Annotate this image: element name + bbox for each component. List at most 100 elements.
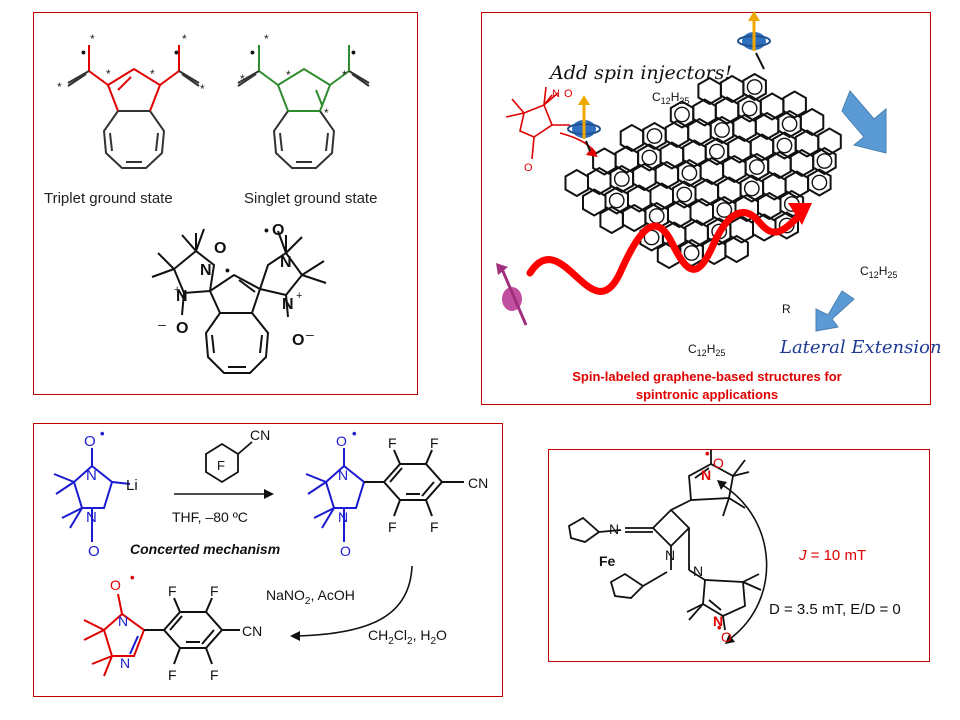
product-labels: O • N N O F F F F CN xyxy=(336,426,488,559)
reagent-f-label: F xyxy=(217,458,225,473)
svg-text:N: N xyxy=(86,467,97,484)
diazetidine-biradical-structure xyxy=(568,450,762,631)
svg-text:O: O xyxy=(292,332,304,349)
svg-text:O: O xyxy=(110,577,121,593)
svg-text:N: N xyxy=(552,88,560,100)
graphene-hexagon xyxy=(709,115,735,145)
extension-arrow-upper xyxy=(841,90,887,154)
svg-text:O: O xyxy=(84,433,96,450)
svg-text:*: * xyxy=(90,32,95,46)
svg-text:C12H25: C12H25 xyxy=(688,342,725,358)
graphene-panel: N O O Add spin injectors! C12H25 C12H25 … xyxy=(481,11,942,405)
svg-text:•: • xyxy=(100,426,105,441)
synthesis-scheme-panel: O • N N O Li F CN THF, –80 ºC Concerted … xyxy=(33,423,503,697)
graphene-hexagon xyxy=(604,186,629,215)
graphene-hexagon xyxy=(739,174,765,203)
svg-text:O: O xyxy=(564,88,573,100)
graphene-hexagon xyxy=(737,94,762,123)
graphene-hexagon xyxy=(582,188,607,217)
svg-text:•: • xyxy=(264,222,269,238)
graphene-diagram-svg: N O O Add spin injectors! C12H25 C12H25 … xyxy=(496,11,942,402)
svg-text:C12H25: C12H25 xyxy=(652,90,689,106)
aromatic-circle xyxy=(608,192,625,209)
graphene-hexagon xyxy=(669,100,695,129)
svg-text:*: * xyxy=(342,68,347,82)
graphene-hexagon xyxy=(757,191,782,221)
aromatic-circle xyxy=(674,106,690,123)
graphene-hexagon xyxy=(732,113,757,143)
graphene-hexagon xyxy=(694,178,720,207)
graphene-hexagon xyxy=(789,148,815,178)
graphene-hexagon xyxy=(609,164,635,194)
graphene-hexagon xyxy=(794,129,820,158)
svg-text:*: * xyxy=(150,67,155,81)
svg-text:F: F xyxy=(430,519,439,535)
svg-text:O: O xyxy=(272,222,284,239)
aromatic-circle xyxy=(781,116,798,132)
svg-text:O: O xyxy=(713,455,724,471)
graphene-hexagon xyxy=(697,76,722,106)
svg-text:F: F xyxy=(388,519,397,535)
triplet-label: Triplet ground state xyxy=(44,190,173,207)
graphene-hexagon xyxy=(684,219,709,248)
graphene-hexagon xyxy=(654,160,680,190)
graphene-hexagon xyxy=(717,176,742,205)
svg-text:*: * xyxy=(200,82,205,96)
svg-text:CN: CN xyxy=(242,623,262,639)
svg-text:F: F xyxy=(168,583,177,599)
graphene-hexagon xyxy=(667,199,692,229)
graphene-hexagon xyxy=(599,205,624,235)
add-spin-injectors-title: Add spin injectors! xyxy=(548,62,732,84)
svg-text:*: * xyxy=(57,80,62,94)
biradical-labels: N N N Fe N O • N O • xyxy=(599,446,732,645)
graphene-hexagon xyxy=(687,117,712,147)
product-aryl-ring xyxy=(364,449,464,517)
svg-text:CN: CN xyxy=(468,475,488,491)
svg-text:+: + xyxy=(296,290,302,302)
svg-text:F: F xyxy=(210,583,219,599)
singlet-markers: • * • * * * * xyxy=(240,32,356,120)
j-coupling-label: J = 10 mT xyxy=(798,547,866,564)
svg-text:F: F xyxy=(430,435,439,451)
graphene-hexagon xyxy=(706,217,732,246)
aromatic-circle xyxy=(613,171,630,187)
fluorobenzonitrile-reagent xyxy=(205,441,253,484)
svg-text:N: N xyxy=(176,288,188,305)
j-arrowhead-top xyxy=(717,480,727,490)
reaction-arrow-1-head xyxy=(264,489,274,499)
aromatic-circle xyxy=(681,165,698,181)
synthesis-scheme-svg: O • N N O Li F CN THF, –80 ºC Concerted … xyxy=(53,426,488,683)
conditions-solvent: CH2Cl2, H2O xyxy=(368,627,447,647)
svg-text:*: * xyxy=(264,32,269,46)
aromatic-circle xyxy=(676,186,693,203)
aromatic-circle xyxy=(776,137,793,154)
graphene-hexagon xyxy=(729,215,754,244)
reaction-arrow-2 xyxy=(295,565,413,637)
aromatic-circle xyxy=(648,208,665,224)
graphene-hexagon xyxy=(754,111,780,141)
graphene-hexagon xyxy=(727,135,752,164)
graphene-hexagon xyxy=(777,109,802,139)
graphene-hexagon xyxy=(782,90,807,119)
graphene-hexagon xyxy=(744,152,770,182)
graphene-hexagon xyxy=(637,143,662,172)
graphene-hexagon xyxy=(672,180,697,209)
triplet-azulene-structure xyxy=(67,45,200,169)
azulene-panel: • * • * * * * * Triplet ground state • *… xyxy=(33,12,418,395)
svg-text:*: * xyxy=(106,67,111,81)
azulene-structures-svg: • * • * * * * * Triplet ground state • *… xyxy=(44,32,377,374)
aromatic-circle xyxy=(641,149,658,166)
graphene-hexagon xyxy=(682,139,707,168)
aromatic-circle xyxy=(646,128,663,144)
spin-wave xyxy=(526,209,806,295)
graphene-hexagon xyxy=(767,150,792,180)
svg-text:•: • xyxy=(250,44,255,60)
graphene-hexagon xyxy=(799,107,825,137)
svg-text:N: N xyxy=(282,296,294,313)
svg-text:•: • xyxy=(352,426,357,441)
zero-field-splitting-label: D = 3.5 mT, E/D = 0 xyxy=(769,601,901,618)
svg-text:*: * xyxy=(182,32,187,46)
svg-text:•: • xyxy=(174,44,179,60)
aromatic-circle xyxy=(748,159,765,175)
imino-labels: O • N N F F F F CN xyxy=(110,570,262,683)
